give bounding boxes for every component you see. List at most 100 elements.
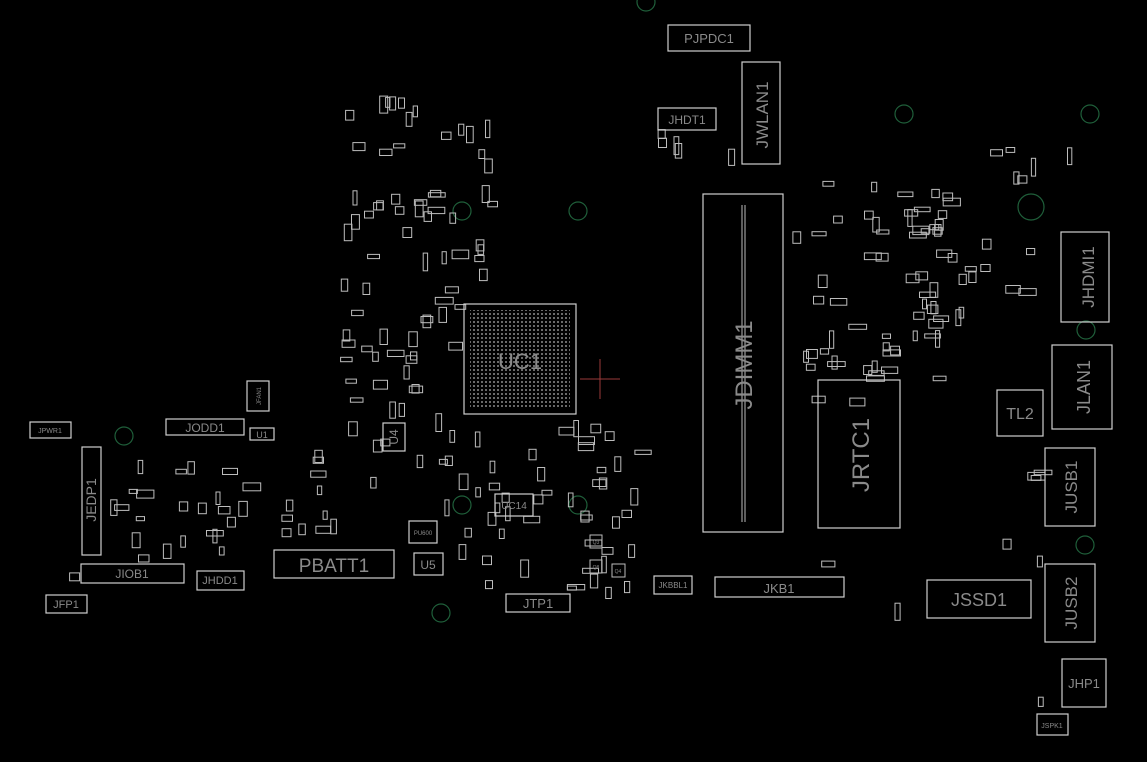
small-component <box>864 210 874 220</box>
component-jwlan1[interactable]: JWLAN1 <box>741 61 781 165</box>
component-jodd1[interactable]: JODD1 <box>165 418 245 436</box>
svg-text:JTP1: JTP1 <box>523 596 553 611</box>
small-component <box>316 485 323 496</box>
component-uc14[interactable]: UC14 <box>494 493 534 517</box>
component-jiob1[interactable]: JIOB1 <box>80 563 185 584</box>
small-component <box>909 231 927 239</box>
small-component <box>398 402 406 417</box>
small-component <box>981 238 992 250</box>
small-component <box>1027 471 1046 481</box>
small-component <box>894 602 901 621</box>
small-component <box>408 331 418 348</box>
small-component <box>481 185 490 204</box>
component-jhdt1[interactable]: JHDT1 <box>657 107 717 131</box>
small-component <box>505 506 511 522</box>
component-jkb1[interactable]: JKB1 <box>714 576 845 598</box>
component-u1[interactable]: U1 <box>249 427 275 441</box>
small-component <box>487 200 498 208</box>
svg-text:JUSB2: JUSB2 <box>1062 577 1081 630</box>
small-component <box>931 188 940 199</box>
small-component <box>803 350 809 363</box>
small-component <box>312 456 325 464</box>
small-component <box>590 423 602 434</box>
component-jusb2[interactable]: JUSB2 <box>1044 563 1096 643</box>
svg-text:JHDD1: JHDD1 <box>202 575 237 587</box>
svg-text:U4: U4 <box>387 429 401 445</box>
small-component <box>131 532 141 549</box>
component-jtp1[interactable]: JTP1 <box>505 593 571 613</box>
small-component <box>285 499 294 512</box>
small-component <box>501 492 510 503</box>
small-component <box>728 148 736 166</box>
small-component <box>408 385 424 394</box>
probe-crosshair <box>580 359 620 399</box>
small-component <box>942 192 954 202</box>
small-component <box>947 253 958 263</box>
small-component <box>389 401 396 419</box>
component-jfan1[interactable]: JFAN1 <box>246 380 270 412</box>
component-jrtc1[interactable]: JRTC1 <box>817 379 901 529</box>
small-component <box>833 215 843 224</box>
small-component <box>206 530 224 537</box>
small-component <box>372 351 379 362</box>
component-pu600[interactable]: PU600 <box>408 520 438 544</box>
small-component <box>114 504 130 511</box>
small-component <box>915 271 929 281</box>
component-jpwr1[interactable]: JPWR1 <box>29 421 72 439</box>
mounting-hole <box>636 0 656 12</box>
component-pbatt1[interactable]: PBATT1 <box>273 549 395 579</box>
component-q8[interactable]: Q8 <box>589 559 603 574</box>
small-component <box>488 482 501 491</box>
small-component <box>580 514 593 521</box>
component-jhdmi1[interactable]: JHDMI1 <box>1060 231 1110 323</box>
component-q3[interactable]: Q3 <box>589 534 603 549</box>
small-component <box>310 470 327 478</box>
small-component <box>863 365 873 376</box>
small-component <box>405 111 413 127</box>
small-component <box>1005 285 1021 294</box>
component-jspk1[interactable]: JSPK1 <box>1036 713 1069 736</box>
component-jhdd1[interactable]: JHDD1 <box>196 570 245 591</box>
svg-text:Q4: Q4 <box>615 569 622 575</box>
component-jdimm1[interactable]: JDIMM1 <box>702 193 784 533</box>
small-component <box>340 356 353 363</box>
small-component <box>811 231 827 237</box>
component-u5[interactable]: U5 <box>413 552 444 576</box>
small-component <box>367 253 381 260</box>
small-component <box>398 97 405 109</box>
svg-text:JEDP1: JEDP1 <box>83 478 99 522</box>
component-tl2[interactable]: TL2 <box>996 389 1044 437</box>
mounting-hole <box>568 201 588 221</box>
component-q4[interactable]: Q4 <box>611 563 626 578</box>
component-jhp1[interactable]: JHP1 <box>1061 658 1107 708</box>
small-component <box>1002 538 1012 550</box>
small-component <box>932 227 943 235</box>
component-jedp1[interactable]: JEDP1 <box>81 446 102 556</box>
small-component <box>520 559 530 578</box>
component-jssd1[interactable]: JSSD1 <box>926 579 1032 619</box>
svg-text:JPWR1: JPWR1 <box>38 428 62 435</box>
small-component <box>890 345 900 356</box>
small-component <box>441 131 452 140</box>
small-component <box>485 119 491 139</box>
small-component <box>589 573 599 589</box>
component-u4[interactable]: U4 <box>382 422 406 452</box>
small-component <box>933 315 950 322</box>
component-uc1[interactable]: UC1 <box>463 303 577 415</box>
small-component <box>373 202 384 211</box>
small-component <box>345 109 355 121</box>
small-component <box>919 291 937 299</box>
component-jfp1[interactable]: JFP1 <box>45 594 88 614</box>
small-component <box>577 442 595 452</box>
component-pjpdc1[interactable]: PJPDC1 <box>667 24 751 52</box>
component-jlan1[interactable]: JLAN1 <box>1051 344 1113 430</box>
component-jkbbl1[interactable]: JKBBL1 <box>653 575 693 595</box>
small-component <box>451 249 470 260</box>
mounting-hole <box>114 426 134 446</box>
small-component <box>482 555 492 566</box>
small-component <box>345 378 357 384</box>
small-component <box>523 515 541 524</box>
small-component <box>598 477 608 490</box>
component-jusb1[interactable]: JUSB1 <box>1044 447 1096 527</box>
